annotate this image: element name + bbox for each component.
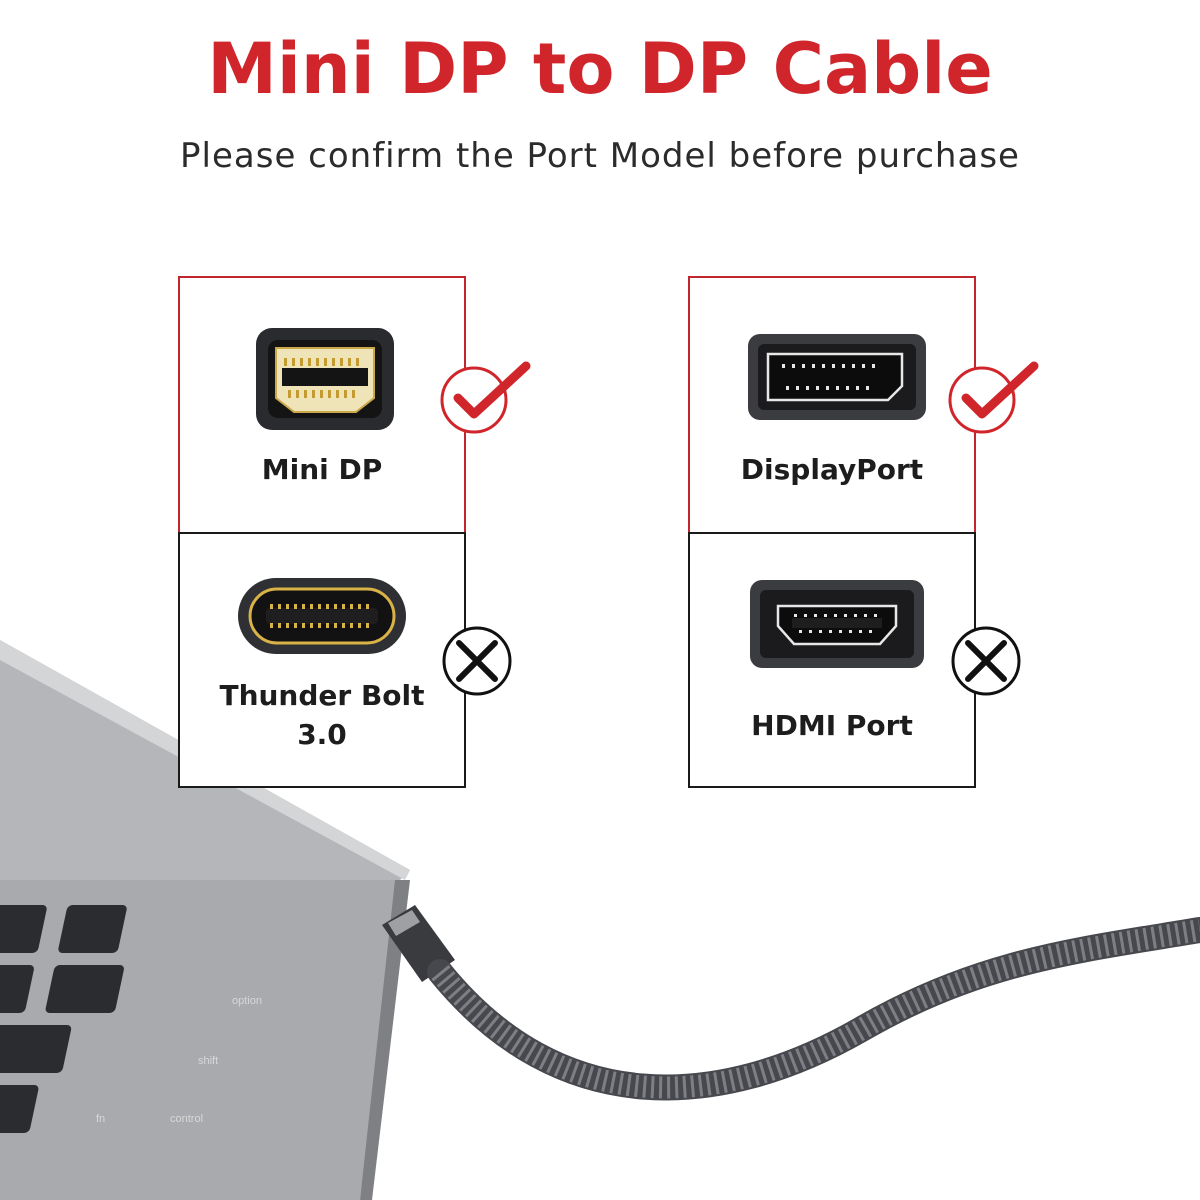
panel-label-mini-dp: Mini DP — [261, 453, 383, 486]
key-label-option: option — [232, 995, 262, 1007]
cross-circle-icon — [951, 626, 1021, 696]
cross-circle-icon — [442, 626, 512, 696]
page-title: Mini DP to DP Cable — [207, 28, 993, 110]
key-label-shift: shift — [198, 1055, 218, 1067]
panel-hdmi: HDMI Port — [688, 532, 976, 788]
check-circle-icon — [948, 361, 1039, 434]
panel-displayport: DisplayPort — [688, 276, 976, 532]
key-label-fn: fn — [96, 1113, 105, 1125]
mini-dp-port-icon — [256, 328, 394, 430]
displayport-port-icon — [748, 334, 926, 420]
laptop-base — [0, 880, 400, 1200]
panel-thunderbolt: Thunder Bolt 3.0 — [178, 532, 466, 788]
hdmi-port-icon — [750, 580, 924, 668]
panel-label-thunderbolt-line2: 3.0 — [297, 718, 347, 751]
panel-label-displayport: DisplayPort — [740, 453, 924, 486]
key-label-control: control — [170, 1113, 203, 1125]
thunderbolt-3-port-icon — [238, 578, 406, 654]
braided-cable — [427, 917, 1200, 1101]
laptop-keyboard — [0, 905, 127, 1133]
panel-label-hdmi: HDMI Port — [751, 709, 913, 742]
panel-mini-dp: Mini DP — [178, 276, 466, 532]
page-subtitle: Please confirm the Port Model before pur… — [180, 136, 1020, 176]
check-circle-icon — [440, 361, 531, 434]
panel-label-thunderbolt-line1: Thunder Bolt — [219, 679, 425, 712]
